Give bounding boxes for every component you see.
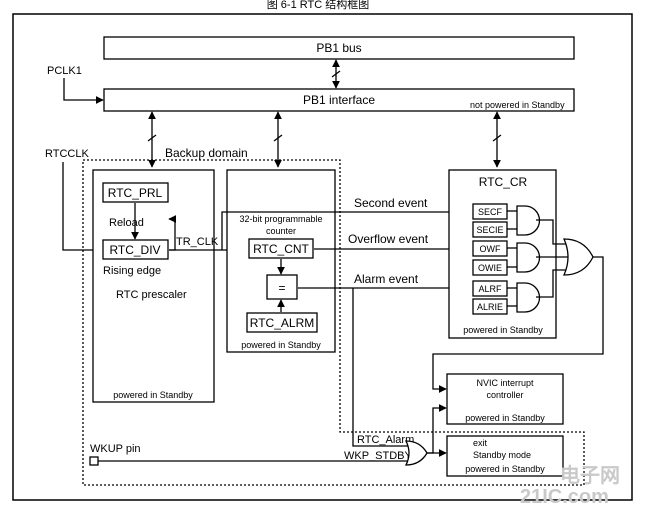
nvic-label-1: NVIC interrupt — [476, 378, 534, 388]
rtc-prl-label: RTC_PRL — [108, 186, 163, 200]
backup-domain-boundary — [82, 159, 585, 486]
pclk1-line — [63, 78, 104, 104]
counter-title-2: counter — [266, 226, 296, 236]
wakeup-nvic-line — [427, 404, 447, 454]
pb1-bus-label: PB1 bus — [316, 41, 361, 55]
rtc-alarm-line — [352, 288, 409, 447]
rtc-div-label: RTC_DIV — [109, 243, 160, 257]
alrf-label: ALRF — [478, 284, 502, 294]
rtc-cnt-box — [248, 238, 314, 259]
or-gate — [563, 238, 594, 276]
rtc-alrm-box — [246, 312, 318, 333]
exit-label-1: exit — [473, 438, 488, 448]
rtcclk-label: RTCCLK — [45, 148, 89, 160]
pb1-interface-label: PB1 interface — [303, 93, 375, 107]
bus-slash — [331, 70, 341, 78]
exit-powered-label: powered in Standby — [465, 464, 545, 474]
and-gate-overflow — [516, 242, 541, 273]
pb1-bus-box — [103, 36, 575, 60]
outer-frame — [12, 13, 633, 501]
nvic-box — [446, 373, 564, 425]
and-gate-second — [516, 205, 541, 236]
rtc-alarm-label: RTC_Alarm — [357, 434, 414, 446]
rtc-cnt-label: RTC_CNT — [253, 242, 309, 256]
pb1-interface-box — [103, 88, 575, 112]
watermark-cn: 电子网 — [560, 464, 620, 487]
prescaler-block — [92, 169, 215, 403]
cr-powered-label: powered in Standby — [463, 325, 543, 335]
exit-label-2: Standby mode — [473, 450, 531, 460]
secie-label: SECIE — [476, 225, 503, 235]
figure-caption: 图 6-1 RTC 结构框图 — [267, 0, 369, 11]
overflow-event-label: Overflow event — [348, 232, 429, 246]
rising-edge-label: Rising edge — [103, 265, 161, 277]
nvic-label-2: controller — [486, 390, 523, 400]
counter-powered-label: powered in Standby — [241, 340, 321, 350]
and-gate-alarm — [516, 282, 541, 313]
rtc-prl-box — [102, 182, 169, 203]
pclk1-label: PCLK1 — [47, 65, 82, 77]
not-powered-label: not powered in Standby — [470, 100, 565, 110]
reload-label: Reload — [109, 217, 144, 229]
tr-clk-label: TR_CLK — [176, 236, 219, 248]
owf-label: OWF — [480, 244, 501, 254]
exit-standby-box — [446, 435, 564, 477]
interrupt-line — [432, 256, 604, 393]
counter-title-1: 32-bit programmable — [239, 214, 322, 224]
rtc-div-box — [102, 239, 169, 260]
alrie-label: ALRIE — [477, 302, 503, 312]
watermark-en: 21IC.com — [520, 486, 609, 508]
secf-label: SECF — [478, 207, 503, 217]
backup-domain-label: Backup domain — [165, 146, 248, 160]
wkup-pin-label: WKUP pin — [90, 443, 141, 455]
comparator-label: = — [278, 281, 285, 295]
rtc-alrm-label: RTC_ALRM — [250, 316, 314, 330]
comparator-box — [266, 274, 298, 300]
wkup-pin-square — [89, 456, 99, 466]
wakeup-or-gate — [404, 440, 428, 466]
rtc-prescaler-label: RTC prescaler — [116, 289, 187, 301]
rtc-cr-label: RTC_CR — [479, 175, 528, 189]
owie-label: OWIE — [478, 263, 502, 273]
second-event-line — [221, 208, 473, 250]
rtcclk-line — [62, 162, 102, 254]
nvic-powered-label: powered in Standby — [465, 413, 545, 423]
wkp-stdby-label: WKP_STDBY — [344, 450, 413, 462]
prescaler-powered-label: powered in Standby — [113, 390, 193, 400]
alarm-event-label: Alarm event — [354, 272, 419, 286]
second-event-label: Second event — [354, 196, 428, 210]
